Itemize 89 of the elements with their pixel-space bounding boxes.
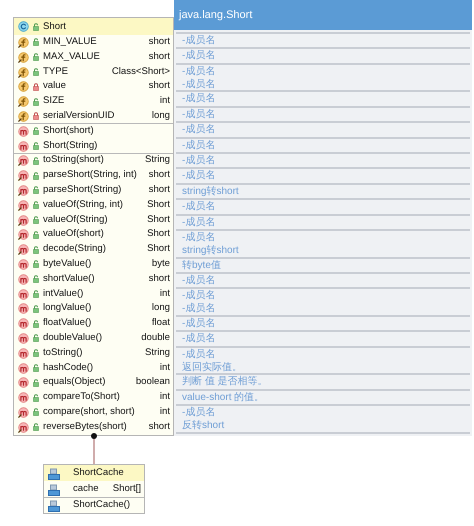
note-text: -成员名 xyxy=(182,200,216,214)
note-text: -成员名 xyxy=(182,123,216,138)
member-type: int xyxy=(160,405,170,419)
member-name: parseShort(String) xyxy=(43,183,122,197)
member-name: floatValue() xyxy=(43,316,92,330)
member-type: int xyxy=(160,286,170,301)
class-box xyxy=(43,464,145,514)
member-type: long xyxy=(152,109,170,123)
note-text: -成员名 xyxy=(182,302,216,316)
member-name: intValue() xyxy=(43,286,84,301)
note-text: 转byte值 xyxy=(182,258,221,273)
member-type: short xyxy=(148,168,170,182)
member-type: short xyxy=(148,35,170,49)
member-name: compareTo(Short) xyxy=(43,390,120,404)
member-type: float xyxy=(152,316,170,330)
member-name: ShortCache() xyxy=(73,498,130,512)
member-name: parseShort(String, int) xyxy=(43,168,137,182)
note-text: -成员名 xyxy=(182,138,216,153)
member-name: value xyxy=(43,79,66,94)
member-type: String xyxy=(144,153,170,168)
note-text: 判断 值 是否相等。 xyxy=(182,375,268,390)
member-type: Short xyxy=(147,242,170,256)
member-name: MIN_VALUE xyxy=(43,35,97,49)
member-type: short xyxy=(148,183,170,197)
panel-header: java.lang.Short xyxy=(174,0,472,30)
note-text: 返回实际值。 xyxy=(182,360,242,375)
member-name: byteValue() xyxy=(43,257,92,271)
note-text: string转short xyxy=(182,184,239,199)
member-name: longValue() xyxy=(43,301,92,316)
member-name: Short(short) xyxy=(43,124,94,138)
note-text: -成员名 xyxy=(182,216,216,230)
member-name: valueOf(String, int) xyxy=(43,198,123,212)
class-name: Short xyxy=(43,20,66,34)
member-type: short xyxy=(148,420,170,434)
note-text: -成员名 xyxy=(182,348,216,362)
member-type: double xyxy=(141,331,170,345)
member-type: Class<Short> xyxy=(112,64,170,79)
member-type: Short xyxy=(147,227,170,242)
member-name: shortValue() xyxy=(43,272,95,286)
member-name: valueOf(String) xyxy=(43,212,108,227)
connector xyxy=(91,433,97,464)
note-text: -成员名 xyxy=(182,406,216,420)
member-name: cache xyxy=(73,482,99,496)
member-name: serialVersionUID xyxy=(43,109,114,123)
member-name: toString() xyxy=(43,346,82,360)
member-type: long xyxy=(152,301,170,316)
member-name: SIZE xyxy=(43,94,64,108)
member-name: valueOf(short) xyxy=(43,227,104,242)
note-text: -成员名 xyxy=(182,289,216,302)
note-text: -成员名 xyxy=(182,49,216,64)
member-type: short xyxy=(148,272,170,286)
note-text: -成员名 xyxy=(182,231,216,245)
note-text: -成员名 xyxy=(182,78,216,92)
member-type: byte xyxy=(152,257,170,271)
note-text: -成员名 xyxy=(182,332,216,346)
member-name: decode(String) xyxy=(43,242,106,256)
note-text: -成员名 xyxy=(182,169,216,184)
member-type: String xyxy=(144,346,170,360)
member-name: reverseBytes(short) xyxy=(43,420,127,434)
note-text: -成员名 xyxy=(182,154,216,168)
member-type: short xyxy=(148,79,170,94)
member-type: Short xyxy=(147,212,170,227)
note-text: -成员名 xyxy=(182,64,216,78)
member-name: MAX_VALUE xyxy=(43,50,100,64)
member-type: int xyxy=(160,390,170,404)
member-name: compare(short, short) xyxy=(43,405,135,419)
member-name: hashCode() xyxy=(43,360,94,375)
class-name: ShortCache xyxy=(73,466,124,480)
note-text: -成员名 xyxy=(182,92,216,106)
member-type: short xyxy=(148,50,170,64)
member-type: boolean xyxy=(136,375,170,390)
note-text: -成员名 xyxy=(182,317,216,331)
member-name: toString(short) xyxy=(43,153,104,168)
note-text: value-short 的值。 xyxy=(182,390,264,405)
member-name: equals(Object) xyxy=(43,375,106,390)
note-text: 反转short xyxy=(182,419,224,434)
member-name: doubleValue() xyxy=(43,331,102,345)
note-text: -成员名 xyxy=(182,108,216,122)
member-type: int xyxy=(160,94,170,108)
note-text: -成员名 xyxy=(182,274,216,288)
member-type: Short xyxy=(147,198,170,212)
member-name: Short(String) xyxy=(43,138,98,153)
note-text: -成员名 xyxy=(182,34,216,48)
member-name: TYPE xyxy=(43,64,68,79)
member-type: Short[] xyxy=(112,482,141,496)
member-type: int xyxy=(160,360,170,375)
notes-panel xyxy=(174,0,472,436)
class-box xyxy=(13,17,174,436)
note-text: string转short xyxy=(182,244,239,258)
